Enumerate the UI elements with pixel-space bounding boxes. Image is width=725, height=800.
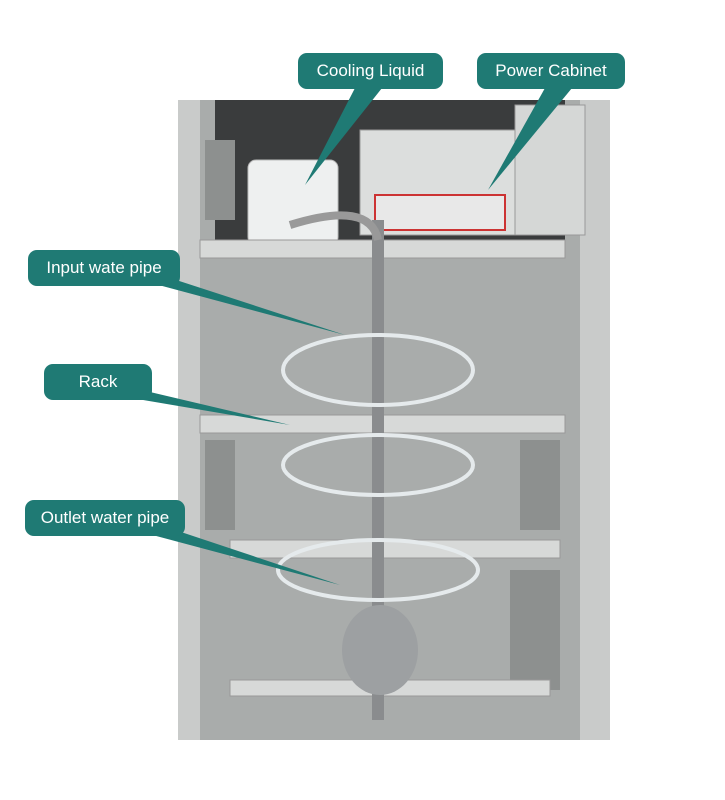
label-rack: Rack <box>44 364 152 400</box>
pump <box>342 605 418 695</box>
label-outlet-pipe: Outlet water pipe <box>25 500 185 536</box>
callout-pointers <box>120 88 572 585</box>
manifold-pipe <box>372 220 384 720</box>
label-power-cabinet: Power Cabinet <box>477 53 625 89</box>
label-cooling-liquid: Cooling Liquid <box>298 53 443 89</box>
coolant-tank <box>247 159 339 246</box>
coolant-loops <box>276 333 480 602</box>
vents <box>205 140 560 690</box>
label-input-pipe: Input wate pipe <box>28 250 180 286</box>
breakers <box>374 194 506 231</box>
